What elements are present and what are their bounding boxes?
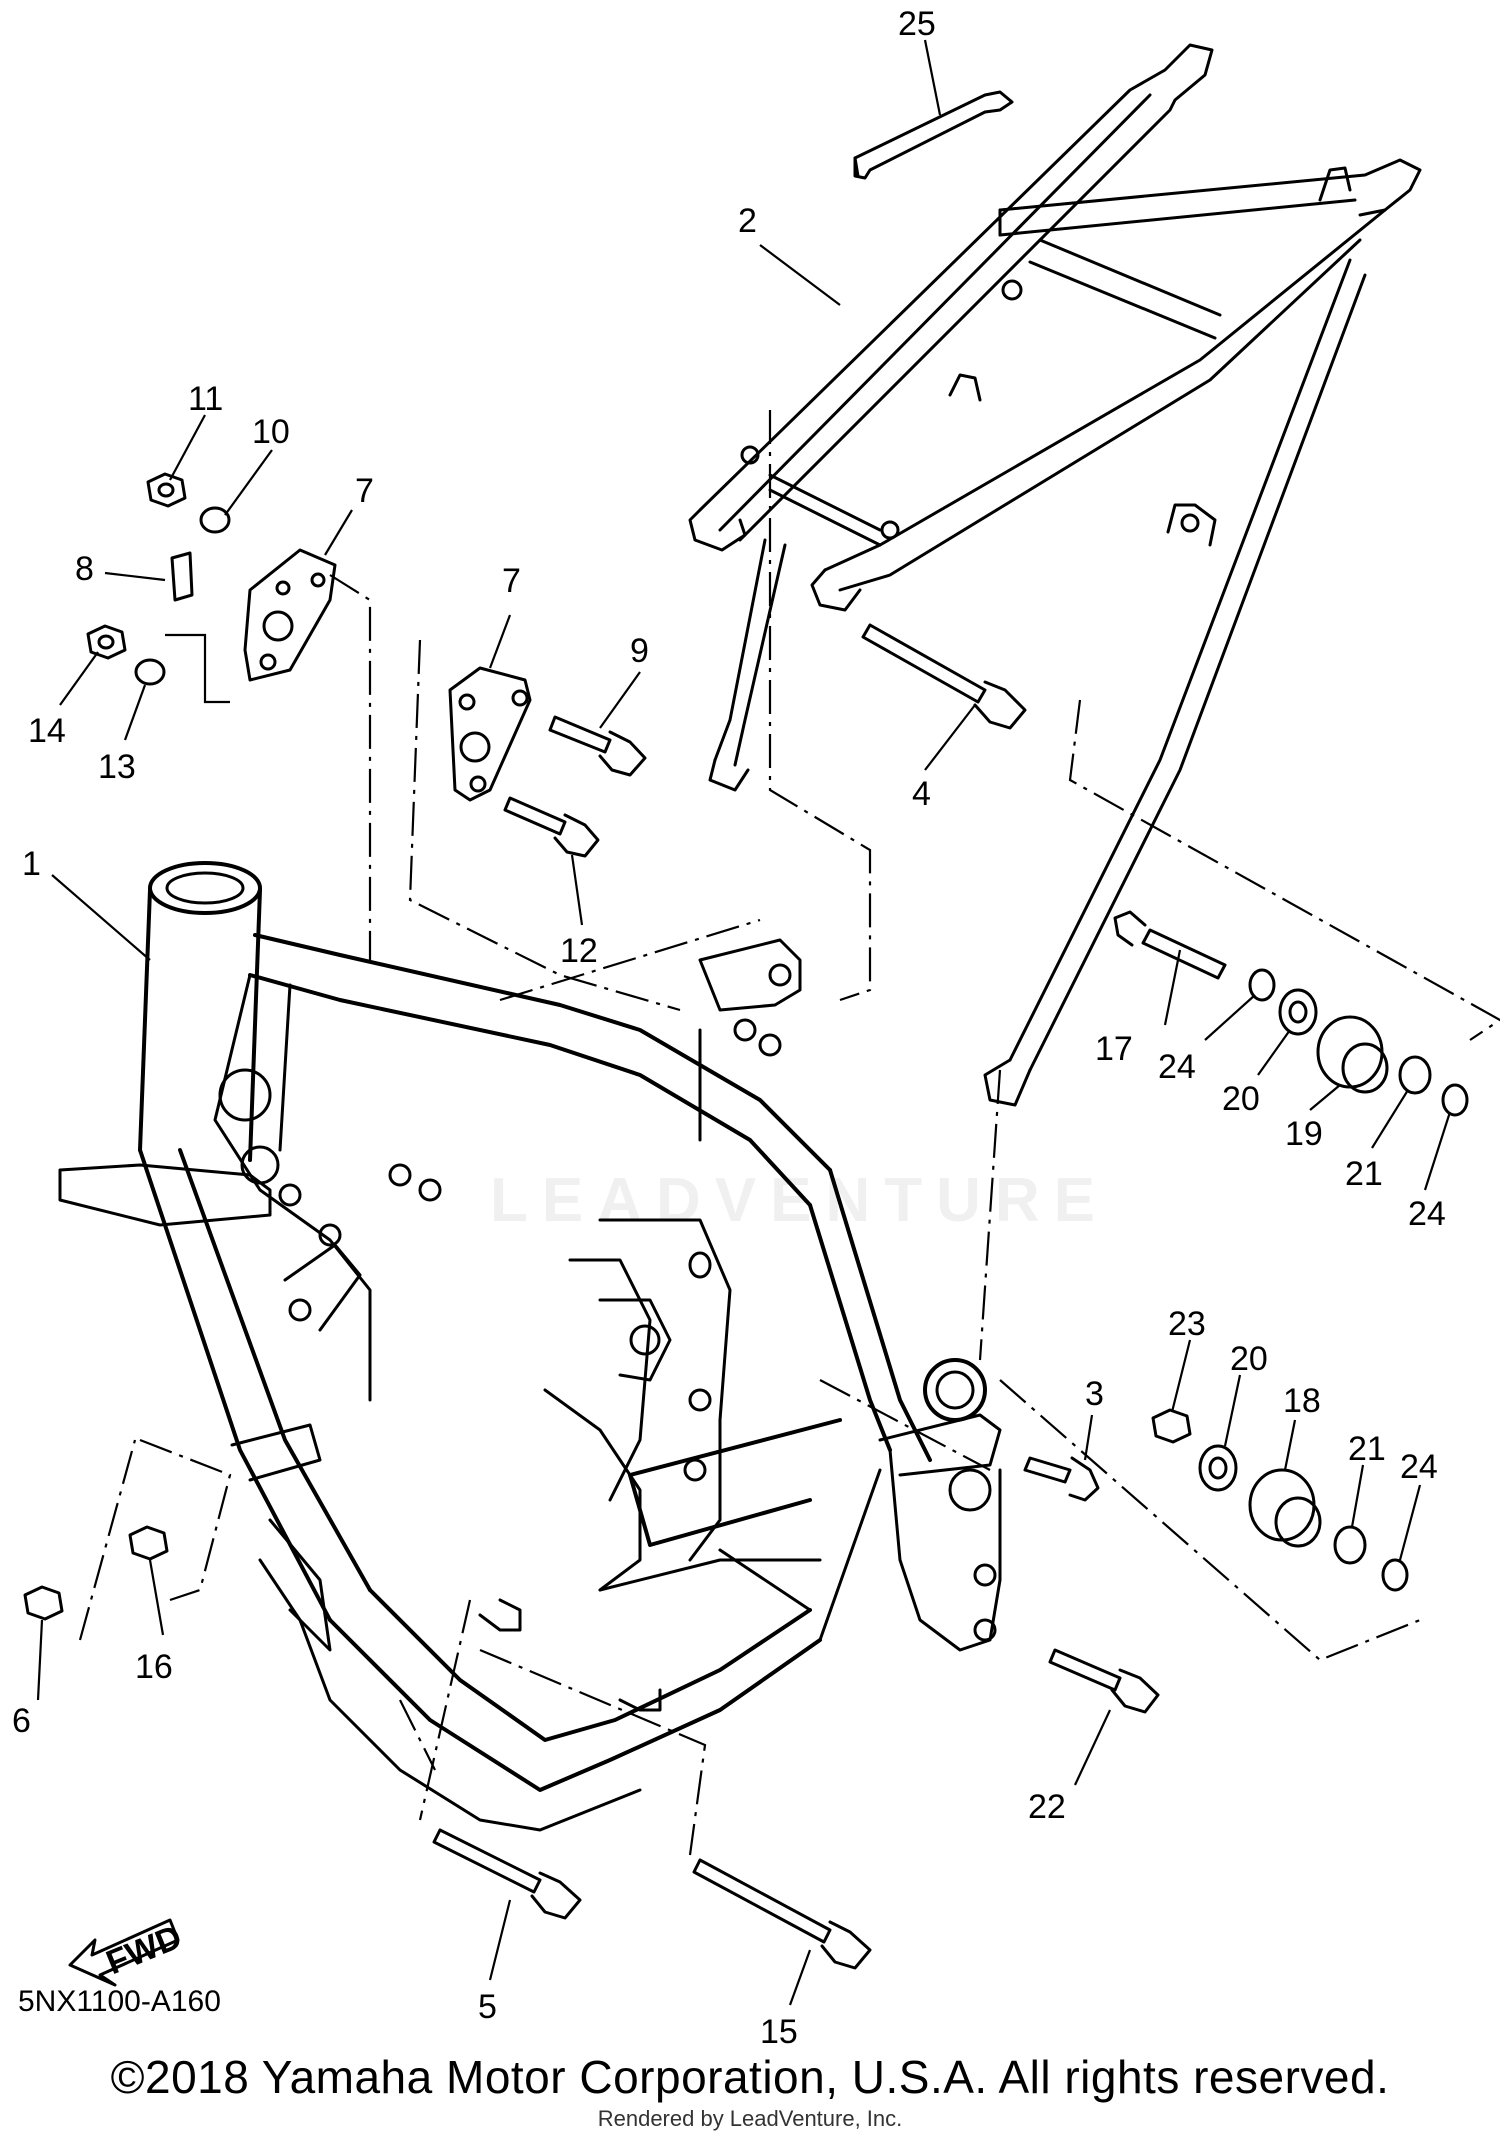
callout-14: 14: [28, 712, 66, 750]
callout-7-left: 7: [355, 472, 374, 510]
callout-11: 11: [188, 380, 223, 418]
part-7-engine-bracket-left: [243, 548, 337, 682]
callout-7-right: 7: [502, 562, 521, 600]
part-21-collar-a: [1398, 1055, 1432, 1095]
callout-6: 6: [12, 1702, 31, 1740]
callout-1: 1: [22, 845, 41, 883]
part-9-bolt: [548, 715, 647, 777]
callout-15: 15: [760, 2013, 798, 2051]
callout-18: 18: [1283, 1382, 1321, 1420]
callout-5: 5: [478, 1988, 497, 2026]
callout-25: 25: [898, 5, 936, 43]
part-2-rear-subframe: [688, 43, 1422, 1107]
part-6-nut: [23, 1585, 64, 1621]
part-23-nut: [1151, 1408, 1192, 1444]
callout-21-a: 21: [1345, 1155, 1383, 1193]
callout-13: 13: [98, 748, 136, 786]
callout-9: 9: [630, 632, 649, 670]
callout-16: 16: [135, 1648, 173, 1686]
part-21-collar-b: [1333, 1525, 1367, 1565]
callout-24-b: 24: [1408, 1195, 1446, 1233]
callout-19: 19: [1285, 1115, 1323, 1153]
part-5-bolt: [432, 1828, 582, 1920]
part-15-bolt: [692, 1858, 872, 1970]
part-20-collar-b: [1198, 1444, 1238, 1492]
part-24-washer-c: [1381, 1558, 1409, 1592]
callout-24-c: 24: [1400, 1448, 1438, 1486]
callout-10: 10: [252, 413, 290, 451]
part-17-bolt: [1113, 910, 1227, 980]
callout-20-b: 20: [1230, 1340, 1268, 1378]
callout-12: 12: [560, 932, 598, 970]
callout-17: 17: [1095, 1030, 1133, 1068]
callout-8: 8: [75, 550, 94, 588]
callout-22: 22: [1028, 1788, 1066, 1826]
callout-23: 23: [1168, 1305, 1206, 1343]
part-13-washer: [134, 658, 166, 686]
part-16-nut: [128, 1525, 169, 1561]
part-7-engine-bracket-right: [448, 666, 532, 802]
callout-3: 3: [1085, 1375, 1104, 1413]
part-11-nut: [146, 472, 187, 508]
part-14-nut: [86, 624, 127, 660]
part-1-main-frame: [58, 861, 1002, 1832]
part-19-bushing: [1316, 1015, 1389, 1094]
rendered-by-credit: Rendered by LeadVenture, Inc.: [597, 2106, 903, 2131]
part-12-bolt: [503, 796, 600, 858]
callout-24-a: 24: [1158, 1048, 1196, 1086]
part-22-bolt: [1048, 1648, 1160, 1714]
part-24-washer-b: [1441, 1083, 1469, 1117]
part-4-bolt: [861, 623, 1027, 730]
fwd-label: FWD: [101, 1918, 187, 1982]
fwd-arrow-icon: FWD: [68, 1918, 187, 1987]
diagram-code: 5NX1100-A160: [18, 1985, 221, 2018]
part-25-bracket: [853, 90, 1014, 180]
leader-lines: [36, 39, 1452, 2006]
callout-2: 2: [738, 202, 757, 240]
part-10-washer: [199, 506, 231, 534]
bracket-step-line: [165, 633, 230, 704]
part-3-bolt: [1023, 1456, 1100, 1502]
callout-21-b: 21: [1348, 1430, 1386, 1468]
callout-labels: 25 2 11 10 7 8 14 13 7 9 4 12 1 17 24 20…: [12, 5, 1446, 2051]
callout-4: 4: [912, 775, 931, 813]
part-8-spacer: [170, 551, 194, 602]
part-18-bushing: [1248, 1468, 1322, 1548]
part-20-collar-a: [1278, 988, 1318, 1036]
reference-lines: [78, 410, 1500, 1856]
part-24-washer-a: [1248, 968, 1276, 1002]
callout-20-a: 20: [1222, 1080, 1260, 1118]
watermark: LEADVENTURE: [490, 1166, 1110, 1235]
copyright-notice: ©2018 Yamaha Motor Corporation, U.S.A. A…: [110, 2051, 1390, 2103]
